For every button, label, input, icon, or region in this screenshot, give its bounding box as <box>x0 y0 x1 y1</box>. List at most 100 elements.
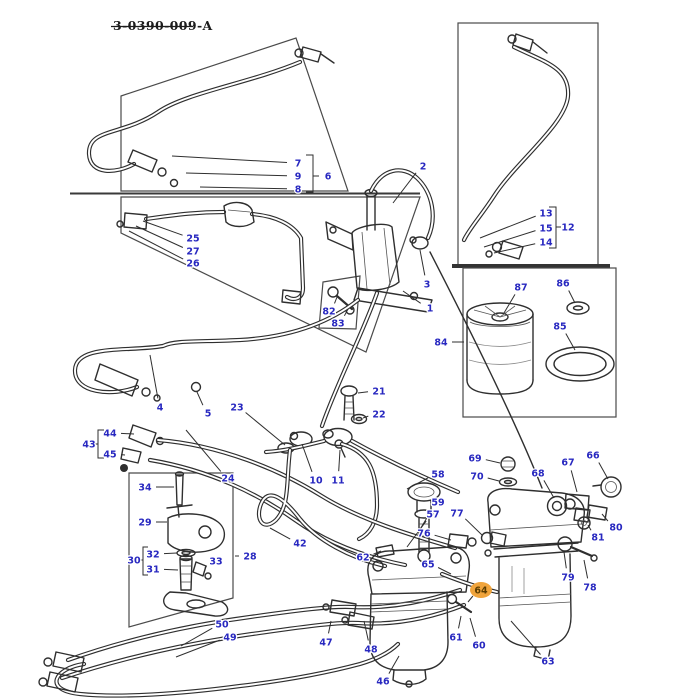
leader-line-87 <box>503 294 516 314</box>
leader-line-48 <box>363 620 369 641</box>
coupler-48 <box>347 611 375 630</box>
part-label-61: 61 <box>449 633 462 644</box>
bolt-33 <box>192 561 207 577</box>
right-sediment-filter <box>446 456 622 661</box>
part-label-21: 21 <box>372 387 385 398</box>
fitting-45 <box>120 447 142 464</box>
left-fuel-filter <box>367 482 500 688</box>
leader-line-14 <box>493 243 536 254</box>
part-label-23: 23 <box>230 403 243 414</box>
ring-68 <box>546 495 568 517</box>
leader-line-23 <box>245 412 286 446</box>
sediment-bowl-63 <box>498 553 572 648</box>
part-label-12: 12 <box>561 223 574 234</box>
leader-line-66 <box>598 462 609 480</box>
leader-line-76 <box>434 534 452 541</box>
part-label-82: 82 <box>322 307 335 318</box>
leader-line-47 <box>328 620 332 634</box>
part-label-60: 60 <box>472 641 486 652</box>
part-label-47: 47 <box>319 638 332 649</box>
part-label-34: 34 <box>138 483 152 494</box>
part-label-3: 3 <box>424 280 431 291</box>
part-label-24: 24 <box>221 474 235 485</box>
leader-line-42 <box>269 527 291 540</box>
inset-box-top-right <box>452 22 610 268</box>
leader-line-25 <box>142 220 183 236</box>
leader-line-83 <box>343 308 349 317</box>
part-label-86: 86 <box>556 279 570 290</box>
part-label-5: 5 <box>205 409 212 420</box>
part-label-59: 59 <box>431 498 444 509</box>
leader-line-85 <box>565 333 576 351</box>
leader-line-21 <box>357 391 369 394</box>
part-label-9: 9 <box>295 172 302 183</box>
oil-filter-cartridge <box>466 301 615 395</box>
primer-knob-58 <box>407 482 441 502</box>
leader-line-77 <box>464 518 483 536</box>
part-label-81: 81 <box>591 533 604 544</box>
leader-line-8 <box>199 186 288 190</box>
part-label-79: 79 <box>561 573 574 584</box>
part-label-43: 43 <box>82 440 95 451</box>
part-label-65: 65 <box>421 560 434 571</box>
part-label-66: 66 <box>586 451 600 462</box>
leader-line-58 <box>406 477 429 490</box>
leader-line-81 <box>587 524 592 531</box>
fitting-15 <box>498 240 524 260</box>
leader-line-11 <box>338 449 341 472</box>
part-label-85: 85 <box>553 322 566 333</box>
part-label-84: 84 <box>434 338 448 349</box>
part-label-48: 48 <box>364 645 378 656</box>
leader-line-22 <box>362 415 369 419</box>
bracket-1 <box>353 287 433 313</box>
rod-34 <box>175 474 184 506</box>
part-label-76: 76 <box>417 529 431 540</box>
part-label-64: 64 <box>474 586 488 597</box>
nut-5 <box>190 381 202 393</box>
filter-bowl-46 <box>369 591 449 671</box>
leader-line-86 <box>568 290 576 304</box>
primer-pump-parts <box>163 471 229 617</box>
washer-22 <box>350 413 368 425</box>
leakoff-line-art <box>86 46 335 188</box>
leader-line-33 <box>204 565 208 569</box>
part-label-27: 27 <box>186 247 199 258</box>
leader-line-27 <box>135 225 184 248</box>
part-label-2: 2 <box>420 162 427 173</box>
banjo-union <box>323 427 353 447</box>
leader-line-79 <box>563 551 567 569</box>
part-label-28: 28 <box>243 552 257 563</box>
bottom-hoses <box>38 587 467 698</box>
leader-line-32 <box>163 552 178 555</box>
fitting-7 <box>127 149 158 173</box>
leader-line-80 <box>601 513 609 522</box>
coupler-47 <box>329 599 357 617</box>
part-label-45: 45 <box>103 450 116 461</box>
hose-end-fitting-2 <box>46 671 79 693</box>
part-label-22: 22 <box>372 410 385 421</box>
bracket-group-30 <box>140 546 148 576</box>
part-label-31: 31 <box>146 565 159 576</box>
fuel-line-4 <box>72 297 361 402</box>
part-label-62: 62 <box>356 553 369 564</box>
filter-inset-box <box>462 267 617 418</box>
part-label-25: 25 <box>186 234 199 245</box>
leader-line-5 <box>196 391 204 406</box>
part-label-32: 32 <box>146 550 159 561</box>
leader-line-13 <box>479 215 536 239</box>
leader-line-70 <box>487 477 500 482</box>
washer-9 <box>157 167 167 177</box>
leader-line-63 <box>510 620 541 655</box>
filter-head-right <box>487 487 585 548</box>
part-label-83: 83 <box>331 319 344 330</box>
drawing-number: 3-0390-009-A <box>113 18 213 33</box>
part-label-46: 46 <box>376 677 390 688</box>
part-label-57: 57 <box>426 510 439 521</box>
primer-nut-57 <box>417 549 431 563</box>
bolt-79 <box>557 536 573 552</box>
washer-70 <box>498 477 518 487</box>
part-label-33: 33 <box>209 557 222 568</box>
oring-85 <box>545 346 615 382</box>
part-label-10: 10 <box>309 476 323 487</box>
